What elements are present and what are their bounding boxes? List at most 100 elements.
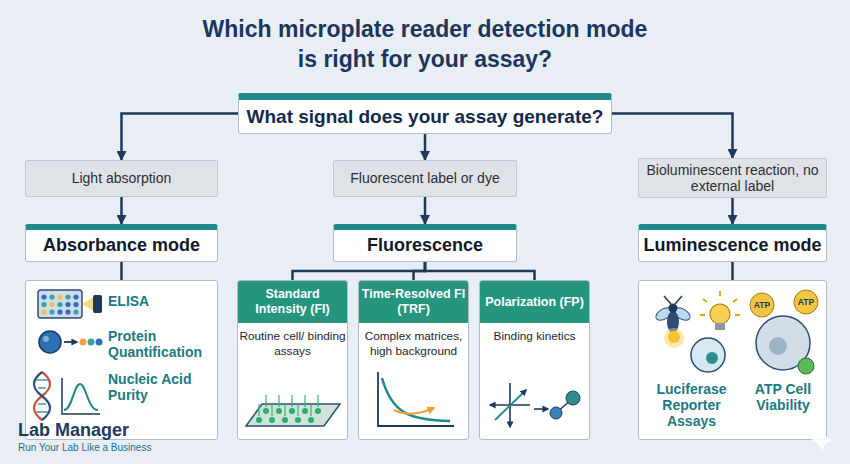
microplate-icon [38,290,102,318]
logo-text: Lab Manager [18,419,178,441]
submode-text: Time-Resolved FI (TRF) [359,281,468,323]
diagram-title: Which microplate reader detection mode i… [190,14,660,74]
microplate-icon [73,294,78,299]
application-box: ELISAProtein QuantificationNucleic Acid … [25,280,218,440]
signal-text: Bioluminescent reaction, no external lab… [645,162,820,194]
firefly-icon [668,331,680,343]
microplate-icon [38,290,82,318]
flow-connector [293,262,426,280]
microplate-icon [93,295,102,313]
mode-box: Absorbance mode [25,224,218,262]
atp-cell-icon [794,290,818,314]
fluorescence-plate-icon [304,395,306,407]
firefly-icon [664,296,682,304]
microplate-icon [73,309,78,314]
bulb-icon [700,291,740,330]
fluorescence-plate-icon [276,408,282,414]
submode-text: Complex matrices, high background [360,329,467,359]
submode-text: Standard Intensity (FI) [238,281,347,323]
fluorescence-plate-icon [291,395,293,407]
bulb-icon [715,323,725,330]
flow-connector [731,198,734,224]
flow-connector [424,197,427,224]
bulb-icon [710,304,730,324]
microplate-icon [57,294,62,299]
decay-curve-icon [394,408,434,414]
atp-cell-icon [750,293,774,317]
dna-icon [64,384,98,410]
polarization-icon [490,383,530,427]
atp-cell-icon [750,290,818,374]
protein-icon [39,331,103,353]
submode-text: Binding kinetics [481,329,588,344]
fluorescence-plate-icon [317,395,319,407]
signal-box: Fluorescent label or dye [333,160,517,197]
dna-icon [62,378,100,414]
microplate-icon [82,297,94,311]
protein-icon [64,341,77,343]
application-name: Nucleic Acid Purity [108,371,213,403]
polarization-icon [556,399,572,413]
polarization-icon [495,390,526,420]
logo-tagline: Run Your Lab Like a Business [18,442,178,454]
fluorescence-plate-icon [295,417,301,423]
atp-cell-icon [798,358,814,374]
fluorescence-plate-icon [302,408,308,414]
microplate-icon [73,302,78,307]
firefly-icon [664,328,684,348]
sparkle-mark [810,428,834,452]
fluorescence-plate-icon [289,408,295,414]
microplate-icon [65,302,70,307]
application-name: Luciferase Reporter Assays [644,381,739,429]
fluorescence-plate-icon [265,395,267,407]
fluorescence-plate-icon [282,417,288,423]
mode-box: Luminescence mode [638,224,827,262]
flow-connector [425,262,535,280]
microplate-icon [65,309,70,314]
submode-box: Time-Resolved FI (TRF) Complex matrices, … [358,280,469,440]
microplate-icon [65,294,70,299]
application-name: ATP Cell Viability [743,381,823,413]
microplate-icon [41,294,46,299]
mode-title: Fluorescence [367,235,483,256]
mode-title: Absorbance mode [43,235,200,256]
fluorescence-plate-icon [258,404,260,416]
flow-connector [120,262,123,280]
microplate-icon [41,302,46,307]
microplate-icon [49,309,54,314]
fluorescence-plate-icon [246,395,340,426]
cell-icon [691,338,725,372]
protein-icon [43,336,49,342]
submode-text: Polarization (FP) [480,281,589,323]
polarization-icon [490,383,580,427]
fluorescence-plate-icon [297,404,299,416]
microplate-icon [41,309,46,314]
firefly-icon [654,305,675,323]
fluorescence-plate-icon [271,404,273,416]
decay-curve-icon [382,378,450,421]
flow-connector [122,114,239,161]
signal-text: Fluorescent label or dye [350,170,499,186]
dna-icon [34,372,50,420]
atp-cell-icon [756,316,810,370]
flow-connector [414,262,426,280]
flow-connector [612,114,733,159]
signal-box: Light absorption [25,160,218,197]
fluorescence-plate-icon [284,404,286,416]
protein-icon [39,331,61,353]
atp-cell-icon [769,337,787,355]
fluorescence-plate-icon [269,417,275,423]
dna-icon [36,380,48,412]
sparkle-mark [810,428,834,452]
firefly-icon [667,311,679,333]
icon-badge-text: ATP [794,296,818,308]
fluorescence-plate-icon [310,404,312,416]
microplate-icon [49,302,54,307]
submode-box: Polarization (FP) Binding kinetics [479,280,590,440]
protein-icon [88,339,95,346]
decay-curve-icon [378,372,454,426]
flow-connector [120,197,123,224]
polarization-icon [566,391,580,405]
icon-badge-text: ATP [750,299,774,311]
fluorescence-plate-icon [263,408,269,414]
